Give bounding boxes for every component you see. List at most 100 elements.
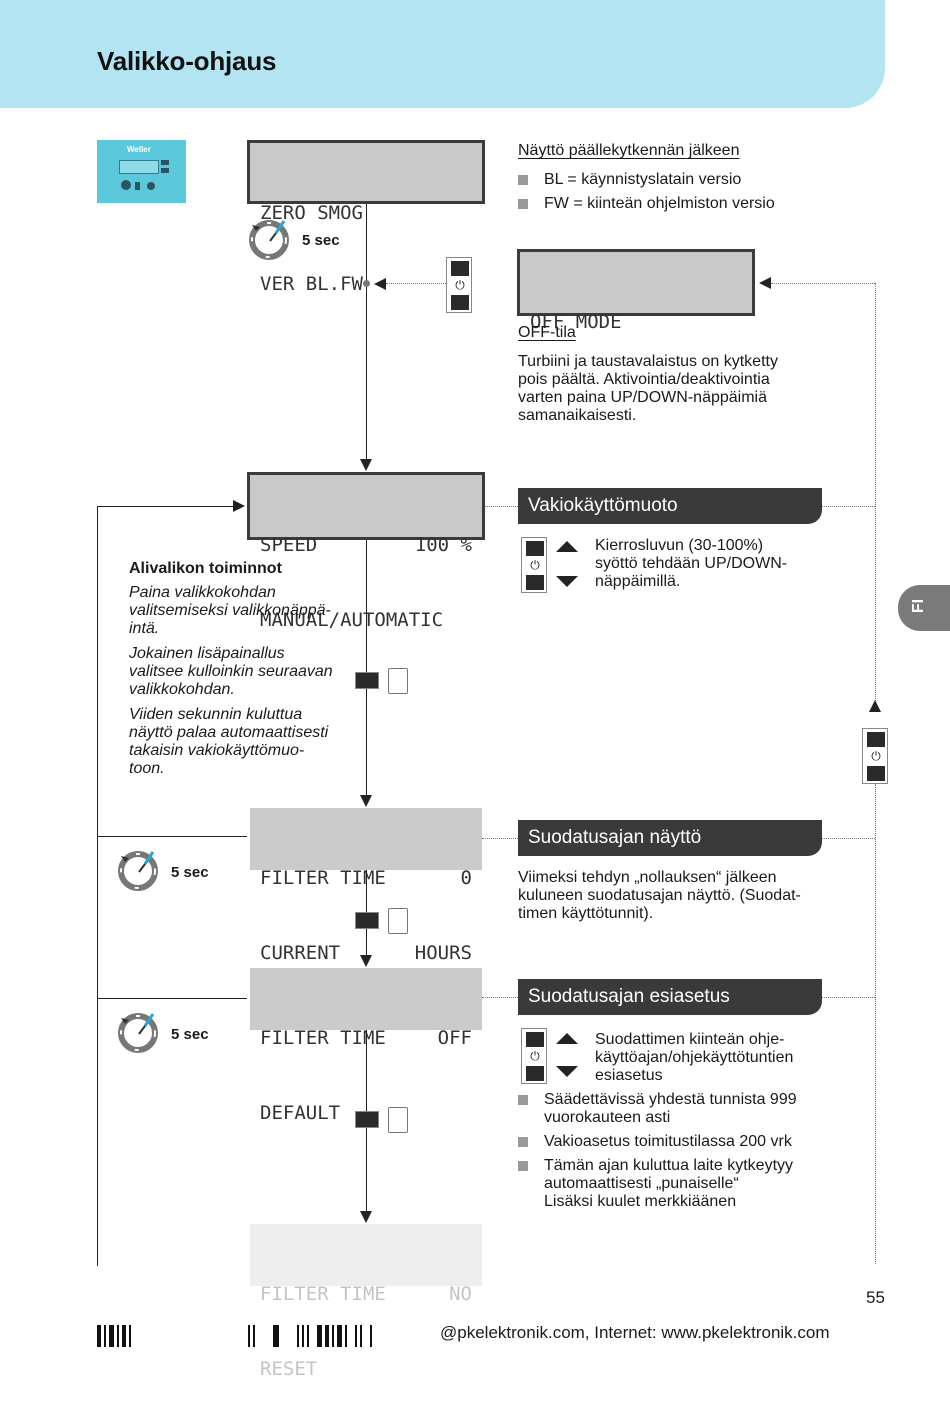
flow-arrow bbox=[374, 278, 386, 290]
down-key[interactable] bbox=[526, 575, 544, 590]
flow-arrow bbox=[869, 700, 881, 712]
device-button bbox=[161, 160, 169, 165]
text-line: Säädettävissä yhdestä tunnista 999 bbox=[544, 1091, 797, 1108]
flow-line bbox=[875, 283, 876, 703]
lcd-zero-smog: ZERO SMOG VER BL.FW bbox=[247, 140, 485, 295]
text-line: valikkokohdan. bbox=[129, 681, 235, 698]
timer-icon bbox=[117, 850, 159, 897]
flow-line bbox=[822, 506, 875, 507]
keypad[interactable]: ⏻ bbox=[446, 257, 472, 313]
text-line: takaisin vakiokäyttömuo- bbox=[129, 742, 305, 759]
down-arrow-icon bbox=[556, 1066, 578, 1077]
lcd-text: SPEED bbox=[260, 534, 318, 556]
text-line: pois päältä. Aktivointia/deaktivointia bbox=[518, 371, 770, 388]
keypad[interactable]: ⏻ bbox=[521, 1028, 547, 1084]
device-brand: Weller bbox=[127, 145, 151, 154]
lcd-text: OFF bbox=[437, 1027, 472, 1049]
text-line: Viimeksi tehdyn „nollauksen“ jälkeen bbox=[518, 869, 777, 886]
up-arrow-icon bbox=[556, 1033, 578, 1044]
down-arrow-icon bbox=[556, 576, 578, 587]
lcd-line: VER BL.FW bbox=[260, 273, 363, 295]
flow-line bbox=[482, 997, 518, 998]
document-icon bbox=[388, 1107, 408, 1133]
flow-arrow bbox=[360, 795, 372, 807]
menu-key-icon[interactable] bbox=[355, 912, 379, 929]
lcd-text: 0 bbox=[460, 867, 472, 889]
text-line: Tämän ajan kuluttua laite kytkeytyy bbox=[544, 1157, 794, 1174]
device-socket bbox=[121, 180, 131, 190]
up-key[interactable] bbox=[867, 732, 885, 747]
text-line: Kierrosluvun (30-100%) bbox=[595, 537, 764, 554]
flow-line bbox=[366, 540, 367, 796]
startup-heading: Näyttö päällekytkennän jälkeen bbox=[518, 142, 740, 159]
device-image: Weller bbox=[97, 140, 186, 203]
list-item: Vakioasetus toimitustilassa 200 vrk bbox=[518, 1133, 797, 1151]
flow-junction bbox=[363, 280, 370, 287]
keypad[interactable]: ⏻ bbox=[521, 537, 547, 593]
text-line: kuluneen suodatusajan näyttö. (Suodat- bbox=[518, 887, 801, 904]
text-line: toon. bbox=[129, 760, 165, 777]
lcd-speed: SPEED 100 % MANUAL/AUTOMATIC bbox=[247, 472, 485, 631]
flow-line bbox=[97, 836, 247, 837]
document-icon bbox=[388, 908, 408, 934]
text-line: Suodattimen kiinteän ohje- bbox=[595, 1031, 785, 1048]
text-line: Paina valikkokohdan bbox=[129, 584, 276, 601]
header-band bbox=[0, 0, 885, 108]
page-title: Valikko-ohjaus bbox=[97, 46, 277, 76]
flow-arrow bbox=[360, 459, 372, 471]
barcode bbox=[248, 1325, 375, 1347]
menu-key-icon[interactable] bbox=[355, 1111, 379, 1128]
power-icon: ⏻ bbox=[871, 749, 881, 763]
startup-bullets: BL = käynnistyslatain versio FW = kiinte… bbox=[518, 171, 775, 219]
submenu-p2: Jokainen lisäpainallus valitsee kulloink… bbox=[129, 645, 333, 699]
timer-label: 5 sec bbox=[171, 1026, 209, 1043]
down-key[interactable] bbox=[451, 295, 469, 310]
filter-display-text: Viimeksi tehdyn „nollauksen“ jälkeen kul… bbox=[518, 869, 801, 923]
device-screen bbox=[119, 160, 159, 174]
timer-icon bbox=[117, 1012, 159, 1059]
text-line: Turbiini ja taustavalaistus on kytketty bbox=[518, 353, 778, 370]
lcd-text: NO bbox=[449, 1283, 472, 1305]
text-line: esiasetus bbox=[595, 1067, 663, 1084]
up-key[interactable] bbox=[526, 1032, 544, 1047]
menu-key-icon[interactable] bbox=[355, 672, 379, 689]
lcd-text: 100 % bbox=[414, 534, 472, 556]
up-key[interactable] bbox=[526, 541, 544, 556]
timer-label: 5 sec bbox=[302, 232, 340, 249]
lcd-line: DEFAULT bbox=[260, 1102, 341, 1124]
text-line: valitsee kulloinkin seuraavan bbox=[129, 663, 333, 680]
flow-line bbox=[822, 838, 875, 839]
text-line: vuorokauteen asti bbox=[544, 1109, 671, 1126]
down-key[interactable] bbox=[867, 766, 885, 781]
text-line: Jokainen lisäpainallus bbox=[129, 645, 285, 662]
filter-preset-text: Suodattimen kiinteän ohje- käyttöajan/oh… bbox=[595, 1031, 793, 1085]
submenu-title: Alivalikon toiminnot bbox=[129, 560, 282, 577]
flow-line bbox=[386, 283, 446, 284]
power-icon: ⏻ bbox=[530, 1049, 540, 1063]
keypad[interactable]: ⏻ bbox=[862, 728, 888, 784]
flow-arrow bbox=[233, 500, 245, 512]
lcd-line: ZERO SMOG bbox=[260, 202, 363, 224]
barcode bbox=[97, 1325, 134, 1347]
text-line: syöttö tehdään UP/DOWN- bbox=[595, 555, 788, 572]
up-arrow-icon bbox=[556, 541, 578, 552]
submenu-p1: Paina valikkokohdan valitsemiseksi valik… bbox=[129, 584, 331, 638]
down-key[interactable] bbox=[526, 1066, 544, 1081]
device-button bbox=[161, 168, 169, 173]
flow-line bbox=[366, 204, 367, 460]
timer-label: 5 sec bbox=[171, 864, 209, 881]
footer-contact: @pkelektronik.com, Internet: www.pkelekt… bbox=[440, 1323, 830, 1342]
text-line: näyttö palaa automaattisesti bbox=[129, 724, 329, 741]
lcd-off-mode: OFF MODE bbox=[517, 249, 755, 333]
flow-line bbox=[482, 838, 518, 839]
text-line: intä. bbox=[129, 620, 160, 637]
language-tab bbox=[898, 585, 950, 631]
up-key[interactable] bbox=[451, 261, 469, 276]
lcd-line: MANUAL/AUTOMATIC bbox=[260, 609, 444, 631]
text-line: käyttöajan/ohjekäyttötuntien bbox=[595, 1049, 794, 1066]
